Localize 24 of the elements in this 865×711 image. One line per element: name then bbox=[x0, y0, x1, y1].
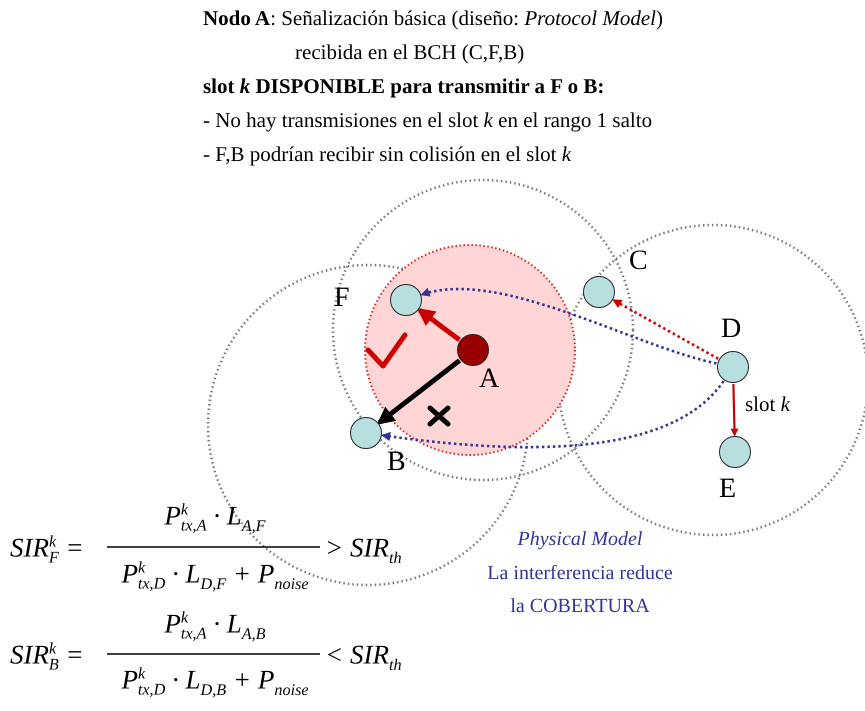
note-text: slot k DISPONIBLE para transmitir a F o B: bbox=[203, 74, 604, 100]
formula-text: > SIR$_{th}$ bbox=[325, 534, 402, 562]
arrow bbox=[612, 299, 719, 360]
note-text: - F,B podrían recibir sin colisión en el slot k bbox=[203, 142, 572, 168]
node-label: C bbox=[629, 247, 648, 275]
node-label: D bbox=[721, 315, 742, 343]
caption-text: La interferencia reduce bbox=[487, 562, 673, 585]
caption-text: Physical Model bbox=[518, 528, 642, 551]
node-label: E bbox=[719, 475, 736, 503]
note-text: recibida en el BCH (C,F,B) bbox=[295, 40, 524, 66]
arrow bbox=[730, 384, 738, 437]
node-label: A bbox=[479, 365, 500, 393]
arrow bbox=[416, 308, 461, 342]
node-label: B bbox=[387, 448, 406, 476]
arrow bbox=[380, 380, 724, 448]
node-label: F bbox=[334, 284, 350, 312]
formula-text: SIR$^{k}$$_{B}$ = bbox=[10, 642, 84, 668]
arrow bbox=[376, 358, 462, 425]
note-text: Nodo A: Señalización básica (diseño: Protocol Model) bbox=[203, 6, 663, 32]
caption-text: la COBERTURA bbox=[510, 595, 650, 618]
formula-text: SIR$^{k}$$_{F}$ = bbox=[10, 534, 84, 562]
arrow bbox=[420, 288, 717, 365]
formula-text: < SIR$_{th}$ bbox=[325, 642, 402, 668]
note-text: - No hay transmisiones en el slot k en el rango 1 salto bbox=[203, 108, 652, 134]
